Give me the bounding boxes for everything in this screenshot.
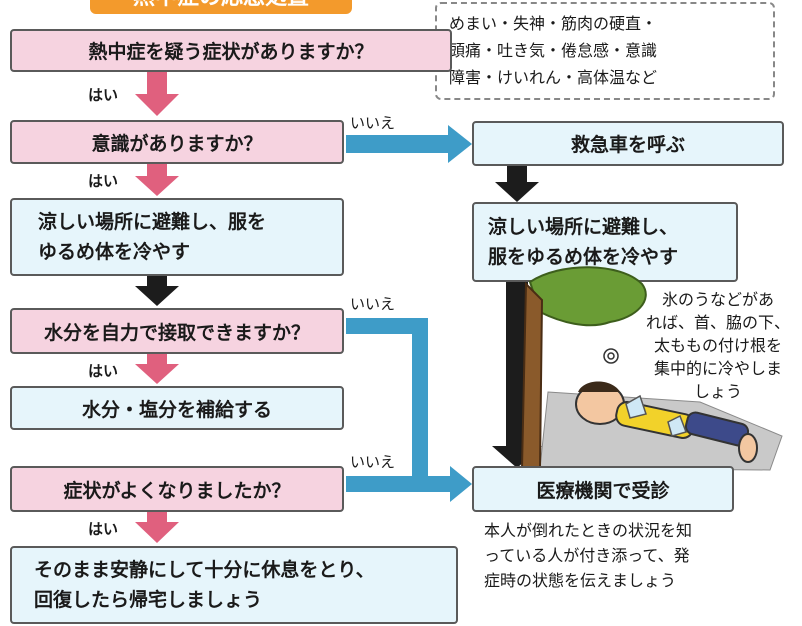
- q4-text: 症状がよくなりましたか？: [63, 479, 291, 502]
- title-banner: 熱中症の応急処置: [90, 0, 352, 14]
- no-label-1: いいえ: [350, 114, 396, 132]
- q1-box: 熱中症を疑う症状がありますか？: [10, 29, 452, 72]
- yes-label-1: はい: [88, 86, 119, 104]
- hospital-note: 本人が倒れたときの状況を知 っている人が付き添って、発 症時の状態を伝えましょう: [484, 521, 693, 590]
- blue-arrow-no-1: [346, 125, 472, 163]
- symptoms-note: めまい・失神・筋肉の硬直・ 頭痛・吐き気・倦怠感・意識 障害・けいれん・高体温な…: [435, 2, 775, 100]
- dark-arrow-left: [135, 276, 179, 306]
- q1-text: 熱中症を疑う症状がありますか？: [88, 41, 374, 63]
- blue-arrow-no-2-3: [346, 318, 472, 502]
- cool-step-box: 涼しい場所に避難し、服を ゆるめ体を冷やす: [10, 198, 344, 276]
- yes-label-3: はい: [88, 362, 119, 380]
- pink-arrow-2: [135, 164, 179, 196]
- water-step-text: 水分・塩分を補給する: [81, 398, 272, 421]
- ambulance-text: 救急車を呼ぶ: [570, 134, 685, 156]
- ambulance-box: 救急車を呼ぶ: [472, 121, 784, 166]
- no-label-3: いいえ: [350, 453, 396, 471]
- yes-label-2: はい: [88, 172, 119, 190]
- pink-arrow-1: [135, 72, 179, 116]
- dark-arrow-right-1: [495, 166, 539, 202]
- end-text: そのまま安静にして十分に休息をとり、 回復したら帰宅しましょう: [34, 559, 375, 611]
- ice-note: 氷のうなどがあ れば、首、脇の下、 太ももの付け根を 集中的に冷やしま しょう: [645, 290, 790, 401]
- q4-box: 症状がよくなりましたか？: [10, 466, 344, 512]
- pink-arrow-4: [135, 512, 179, 543]
- pink-arrow-3: [135, 354, 179, 384]
- q2-text: 意識がありますか？: [91, 132, 263, 155]
- water-step-box: 水分・塩分を補給する: [10, 386, 344, 430]
- symptoms-text: めまい・失神・筋肉の硬直・ 頭痛・吐き気・倦怠感・意識 障害・けいれん・高体温な…: [449, 14, 658, 87]
- no-label-2: いいえ: [350, 295, 396, 313]
- title-text: 熱中症の応急処置: [133, 0, 309, 11]
- hospital-text: 医療機関で受診: [536, 479, 670, 502]
- end-box: そのまま安静にして十分に休息をとり、 回復したら帰宅しましょう: [10, 546, 458, 624]
- q3-text: 水分を自力で接取できますか？: [43, 321, 310, 344]
- q3-box: 水分を自力で接取できますか？: [10, 308, 344, 354]
- hospital-box: 医療機関で受診: [472, 466, 734, 512]
- q2-box: 意識がありますか？: [10, 120, 344, 164]
- yes-label-4: はい: [88, 520, 119, 538]
- right-cool-text: 涼しい場所に避難し、 服をゆるめ体を冷やす: [488, 216, 679, 268]
- cool-step-text: 涼しい場所に避難し、服を ゆるめ体を冷やす: [38, 211, 267, 263]
